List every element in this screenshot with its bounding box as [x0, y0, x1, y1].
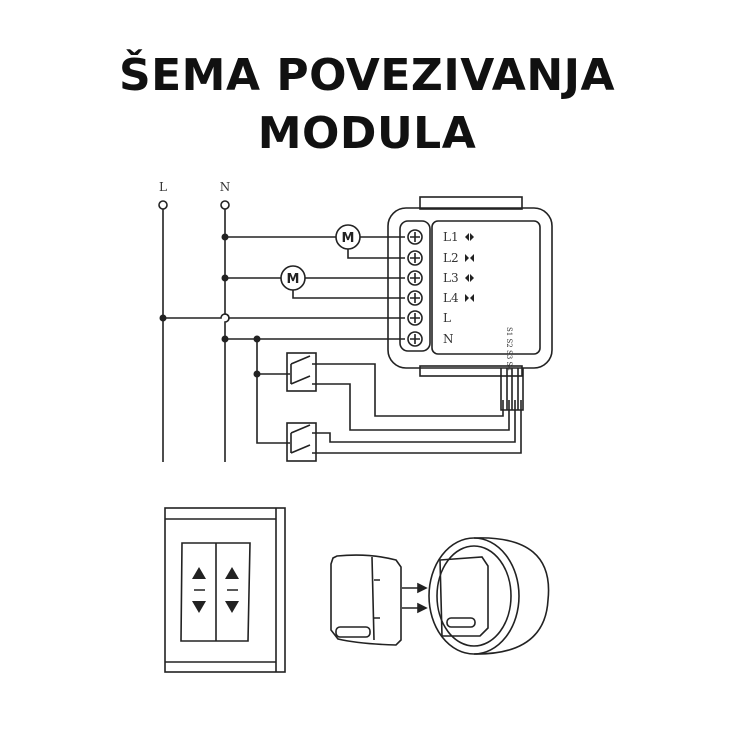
screw-cross-icon — [410, 293, 420, 303]
direction-close-icon — [465, 254, 474, 262]
live-terminal-icon — [158, 200, 168, 210]
direction-open-icon — [465, 233, 474, 241]
terminal-screw-icon — [407, 331, 423, 347]
motor-2-icon — [280, 265, 306, 291]
screw-cross-icon — [410, 334, 420, 344]
terminal-screw-icon — [407, 250, 423, 266]
motor-2-label: M — [287, 272, 300, 287]
terminal-label: L2 — [443, 251, 459, 265]
bus-label-l: L — [159, 180, 167, 194]
neutral-bus — [224, 209, 230, 462]
terminal-label: L1 — [443, 230, 459, 244]
screw-cross-icon — [410, 313, 420, 323]
direction-open-icon — [465, 274, 474, 282]
screw-cross-icon — [410, 232, 420, 242]
bus-label-n: N — [220, 180, 231, 194]
smart-module — [387, 196, 553, 411]
terminal-screw-icon — [407, 229, 423, 245]
title-line-2: MODULA — [257, 108, 477, 159]
terminal-label: N — [443, 332, 454, 346]
module-install-illustration — [330, 537, 550, 655]
motor-1-label: M — [342, 231, 355, 246]
wall-switch-illustration — [164, 507, 286, 673]
switch-1-icon — [286, 352, 317, 392]
screw-cross-icon — [410, 273, 420, 283]
terminal-screw-icon — [407, 270, 423, 286]
neutral-terminal-icon — [220, 200, 230, 210]
direction-close-icon — [465, 294, 474, 302]
screw-cross-icon — [410, 253, 420, 263]
terminal-screw-icon — [407, 310, 423, 326]
title-line-1: ŠEMA POVEZIVANJA — [118, 50, 616, 101]
switch-inputs-label: S1 S2 S3 S4 — [505, 327, 513, 371]
terminal-label: L — [443, 311, 451, 325]
switch-2-icon — [286, 422, 317, 462]
terminal-label: L3 — [443, 271, 459, 285]
terminal-screw-icon — [407, 290, 423, 306]
terminal-label: L4 — [443, 291, 459, 305]
motor-1-icon — [335, 224, 361, 250]
